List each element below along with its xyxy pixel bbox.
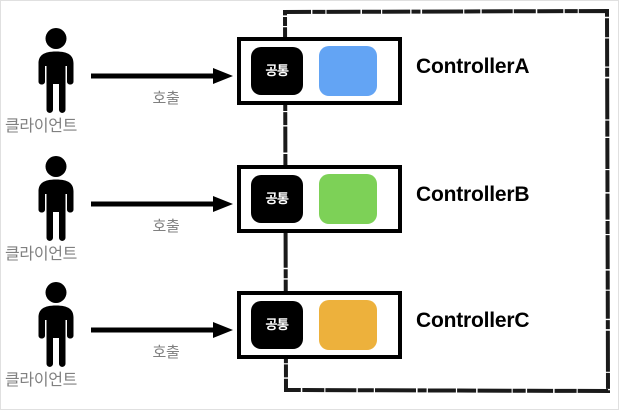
controller-name-label: ControllerB [416, 183, 530, 206]
controller-name-label: ControllerA [416, 55, 530, 78]
arrow-label: 호출 [152, 217, 180, 235]
common-module-label: 공통 [265, 191, 289, 207]
controller-color-chip [319, 174, 377, 224]
arrow-label: 호출 [152, 89, 180, 107]
controller-name-label: ControllerC [416, 309, 530, 332]
controller-unit[interactable]: 공통 [237, 165, 402, 233]
client-label: 클라이언트 [5, 116, 78, 135]
person-icon-glyph [38, 282, 74, 367]
controller-color-chip [319, 46, 377, 96]
right-arrow-icon [91, 195, 233, 213]
common-module-chip: 공통 [251, 47, 303, 95]
common-module-chip: 공통 [251, 175, 303, 223]
person-icon [29, 27, 83, 115]
controller-color-chip [319, 300, 377, 350]
person-icon-glyph [38, 28, 74, 113]
controller-unit[interactable]: 공통 [237, 37, 402, 105]
client-controller-row: 클라이언트 호출 공통 ControllerA [1, 15, 618, 143]
service-boundary-outline [282, 8, 611, 394]
right-arrow-glyph [91, 322, 233, 338]
arrow-label: 호출 [152, 343, 180, 361]
client-controller-row: 클라이언트 호출 공통 ControllerC [1, 269, 618, 397]
controller-unit[interactable]: 공통 [237, 291, 402, 359]
person-icon-glyph [38, 156, 74, 241]
common-module-label: 공통 [265, 317, 289, 333]
client-label: 클라이언트 [5, 370, 78, 389]
right-arrow-icon [91, 321, 233, 339]
person-icon [29, 155, 83, 243]
right-arrow-glyph [91, 68, 233, 84]
person-icon [29, 281, 83, 369]
service-boundary-container [282, 8, 611, 394]
right-arrow-glyph [91, 196, 233, 212]
right-arrow-icon [91, 67, 233, 85]
common-module-chip: 공통 [251, 301, 303, 349]
common-module-label: 공통 [265, 63, 289, 79]
client-controller-row: 클라이언트 호출 공통 ControllerB [1, 143, 618, 271]
client-label: 클라이언트 [5, 244, 78, 263]
